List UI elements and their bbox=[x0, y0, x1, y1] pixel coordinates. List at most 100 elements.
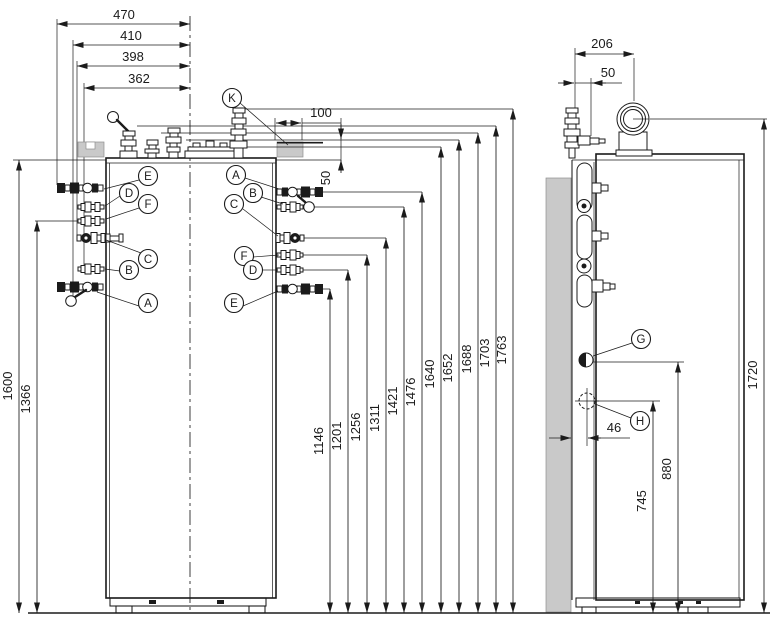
port-label-left-C-text: C bbox=[144, 254, 152, 266]
dim-1763: 1763 bbox=[494, 109, 516, 613]
front-top-pipe-lines bbox=[137, 108, 513, 148]
port-label-H-text: H bbox=[636, 416, 644, 428]
port-label-left-A: A bbox=[96, 291, 159, 314]
dim-1256-label: 1256 bbox=[348, 413, 363, 442]
port-label-right-A-text: A bbox=[232, 170, 240, 182]
front-port-pipe-lines bbox=[300, 191, 422, 290]
dim-1688-label: 1688 bbox=[459, 345, 474, 374]
dim-46: 46 bbox=[549, 420, 630, 441]
dim-1600-label: 1600 bbox=[0, 372, 15, 401]
dim-1652-label: 1652 bbox=[440, 354, 455, 383]
dim-745-label: 745 bbox=[634, 490, 649, 512]
front-view: 470 410 398 362 100 50 1600 bbox=[0, 7, 516, 614]
front-top-fittings bbox=[107, 107, 248, 159]
side-extension-lines bbox=[574, 48, 767, 446]
dim-1652: 1652 bbox=[440, 140, 462, 613]
front-unit-body bbox=[105, 157, 277, 614]
dim-50-front: 50 bbox=[318, 124, 344, 185]
dim-362-label: 362 bbox=[128, 71, 150, 86]
dim-100: 100 bbox=[276, 105, 341, 126]
side-view: 206 50 46 745 880 1720 bbox=[545, 36, 767, 614]
dim-398-label: 398 bbox=[122, 49, 144, 64]
port-label-right-C: C bbox=[223, 193, 279, 237]
port-label-right-F-text: F bbox=[240, 251, 247, 263]
dim-410-label: 410 bbox=[120, 28, 142, 43]
dim-1703: 1703 bbox=[477, 126, 499, 613]
port-label-left-A-text: A bbox=[144, 298, 152, 310]
dim-1703-label: 1703 bbox=[477, 339, 492, 368]
side-port-G bbox=[578, 352, 594, 368]
dim-1146-label: 1146 bbox=[311, 427, 326, 455]
dim-410: 410 bbox=[73, 28, 190, 48]
front-right-ports bbox=[275, 186, 324, 295]
dim-1201: 1201 bbox=[329, 270, 351, 613]
dim-1366-label: 1366 bbox=[18, 385, 33, 414]
wall-bracket-right bbox=[276, 141, 323, 158]
dim-1201-label: 1201 bbox=[329, 422, 344, 451]
dim-1640-label: 1640 bbox=[422, 360, 437, 389]
dim-1146: 1146 bbox=[311, 289, 333, 613]
dim-470-label: 470 bbox=[113, 7, 135, 22]
dim-1311-label: 1311 bbox=[367, 404, 382, 432]
side-top-fitting bbox=[563, 107, 606, 159]
dim-46-label: 46 bbox=[607, 420, 621, 435]
port-label-left-B: B bbox=[104, 259, 140, 281]
port-label-right-D: D bbox=[242, 259, 278, 281]
side-port-H bbox=[575, 388, 599, 414]
dim-50-side-label: 50 bbox=[601, 65, 615, 80]
dim-880: 880 bbox=[659, 362, 681, 613]
side-unit-body bbox=[571, 153, 745, 614]
dim-470: 470 bbox=[57, 7, 190, 27]
flue-connection bbox=[615, 102, 653, 157]
dim-1720: 1720 bbox=[745, 119, 767, 613]
dim-1640: 1640 bbox=[422, 147, 444, 613]
side-wall bbox=[545, 177, 572, 613]
port-label-left-B-text: B bbox=[125, 265, 133, 277]
dim-1763-label: 1763 bbox=[494, 336, 509, 365]
port-label-left-F: F bbox=[105, 193, 159, 220]
dim-1476: 1476 bbox=[403, 192, 425, 613]
port-label-right-E: E bbox=[223, 290, 279, 314]
dim-50-side: 50 bbox=[558, 65, 622, 86]
bracket-label-K: K bbox=[221, 87, 289, 146]
dim-1600: 1600 bbox=[0, 160, 22, 613]
port-label-right-B: B bbox=[242, 182, 284, 205]
bracket-label-K-text: K bbox=[228, 93, 236, 105]
dim-1476-label: 1476 bbox=[403, 378, 418, 407]
dim-206: 206 bbox=[575, 36, 634, 57]
port-label-right-A: A bbox=[225, 164, 280, 190]
wall-bracket-left bbox=[77, 141, 105, 158]
front-left-ports bbox=[56, 182, 124, 307]
port-label-right-E-text: E bbox=[230, 298, 238, 310]
side-channel-fittings bbox=[576, 162, 616, 308]
port-label-left-E-text: E bbox=[144, 171, 152, 183]
dim-1311: 1311 bbox=[367, 238, 389, 613]
port-label-right-F: F bbox=[233, 245, 280, 267]
dim-1720-label: 1720 bbox=[745, 361, 760, 390]
dim-1688: 1688 bbox=[459, 133, 481, 613]
port-label-left-D: D bbox=[104, 182, 140, 207]
dim-50-front-label: 50 bbox=[318, 171, 333, 185]
port-label-left-C: C bbox=[105, 239, 159, 270]
port-label-left-E: E bbox=[103, 165, 159, 190]
dim-1256: 1256 bbox=[348, 255, 370, 613]
port-label-right-D-text: D bbox=[249, 265, 257, 277]
dim-206-label: 206 bbox=[591, 36, 613, 51]
dim-1366: 1366 bbox=[18, 221, 40, 613]
dim-362: 362 bbox=[84, 71, 190, 91]
port-label-H: H bbox=[594, 403, 651, 432]
dim-100-label: 100 bbox=[310, 105, 332, 120]
dim-745: 745 bbox=[634, 401, 656, 613]
port-label-G: G bbox=[592, 328, 652, 357]
dim-880-label: 880 bbox=[659, 458, 674, 480]
port-label-left-D-text: D bbox=[125, 188, 133, 200]
port-label-G-text: G bbox=[637, 334, 646, 346]
dim-1421-label: 1421 bbox=[385, 387, 400, 416]
dim-398: 398 bbox=[77, 49, 190, 69]
port-label-left-F-text: F bbox=[144, 199, 151, 211]
port-label-right-C-text: C bbox=[230, 199, 238, 211]
port-label-right-B-text: B bbox=[249, 188, 257, 200]
dim-1421: 1421 bbox=[385, 207, 407, 613]
